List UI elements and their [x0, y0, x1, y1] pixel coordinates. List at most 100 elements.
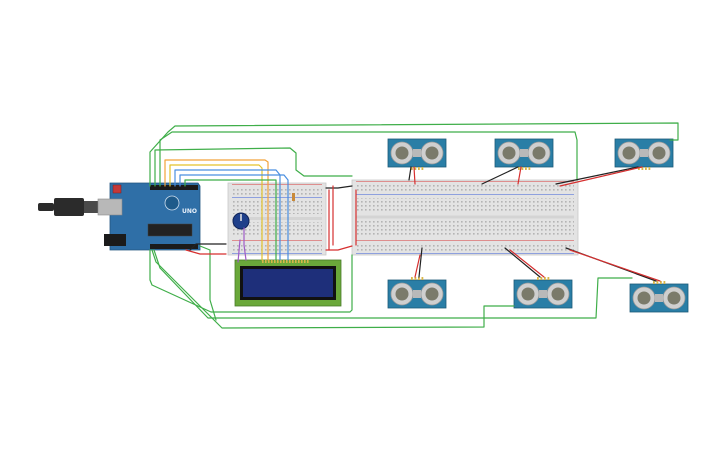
ultrasonic-sensor-top-3-pin	[638, 167, 640, 170]
wire-purple-lcd[interactable]	[237, 239, 241, 263]
ultrasonic-sensor-top-1[interactable]	[387, 138, 447, 170]
lcd-pin	[304, 260, 306, 263]
wire-red-bridge-low[interactable]	[325, 245, 353, 251]
wire-red-sensor-5[interactable]	[509, 249, 545, 278]
wire-green-arduino-gnd[interactable]	[199, 245, 217, 321]
ultrasonic-sensor-top-3-crystal	[640, 149, 648, 157]
ultrasonic-sensor-top-1-transducer-mesh	[395, 146, 409, 160]
resistor	[292, 193, 295, 201]
wire-black-sensor-3[interactable]	[555, 166, 639, 185]
breadboard-small-rail-holes	[232, 187, 322, 195]
ultrasonic-sensor-bottom-3-transducer-mesh	[637, 291, 651, 305]
arduino-uno[interactable]: UNO	[38, 182, 201, 251]
wire-green-sensor-top-2[interactable]	[159, 131, 578, 187]
reset-button	[112, 184, 122, 194]
breadboard-small-rail-holes	[232, 243, 322, 251]
usb-cable-end	[38, 203, 54, 211]
wire-red-sensor-3[interactable]	[559, 166, 643, 187]
ultrasonic-sensor-top-1-crystal	[413, 149, 421, 157]
ultrasonic-sensor-bottom-1-transducer-mesh	[425, 287, 439, 301]
ultrasonic-sensor-top-2-pin	[528, 167, 531, 170]
atmega-chip	[147, 223, 193, 237]
breadboard-large-rail-holes	[356, 243, 574, 251]
ultrasonic-sensor-top-3-pin	[648, 167, 651, 170]
ultrasonic-sensor-bottom-1-pin	[421, 277, 424, 280]
wire-red-sensor-4[interactable]	[414, 254, 421, 278]
wire-blue-data-2[interactable]	[179, 174, 289, 261]
ultrasonic-sensor-bottom-3-pin	[663, 281, 666, 284]
wire-red-sensor-6[interactable]	[569, 249, 661, 282]
breadboard-large-terminal-holes	[356, 198, 574, 213]
lcd-pin	[286, 260, 288, 263]
wire-green-loop-outer[interactable]	[149, 122, 679, 187]
wire-green-bottom-b[interactable]	[151, 249, 515, 329]
ultrasonic-sensor-bottom-2-pin	[547, 277, 550, 280]
ultrasonic-sensor-bottom-3[interactable]	[629, 281, 689, 313]
lcd-16x2[interactable]	[234, 259, 342, 307]
breadboard-large[interactable]	[351, 179, 579, 256]
ultrasonic-sensor-top-2-pin	[521, 167, 524, 170]
lcd-pin	[295, 260, 297, 263]
wire-black-sensor-4[interactable]	[418, 247, 423, 278]
wire-purple-contrast[interactable]	[243, 227, 247, 261]
wire-black-sensor-2[interactable]	[481, 166, 519, 185]
lcd-pin	[298, 260, 300, 263]
ultrasonic-sensor-top-2-pin	[525, 167, 527, 170]
wire-red-5v[interactable]	[185, 249, 227, 255]
ultrasonic-sensor-top-3[interactable]	[614, 138, 674, 170]
breadboard-small-terminal-holes	[232, 201, 322, 214]
ultrasonic-sensor-bottom-2-transducer-mesh	[551, 287, 565, 301]
ultrasonic-sensor-bottom-2-pin	[544, 277, 546, 280]
ultrasonic-sensor-bottom-3-transducer-mesh	[667, 291, 681, 305]
components-layer: UNO	[38, 138, 689, 313]
ultrasonic-sensor-top-1-pin	[421, 167, 424, 170]
breadboard-small-terminal-holes	[232, 222, 322, 235]
lcd-pin	[265, 260, 267, 263]
ultrasonic-sensor-top-2-transducer-mesh	[532, 146, 546, 160]
wire-green-bottom-c[interactable]	[153, 249, 633, 319]
wire-black-sensor-1[interactable]	[408, 166, 412, 181]
digital-header	[150, 185, 198, 190]
lcd-pin	[292, 260, 294, 263]
arduino-brand-text: UNO	[182, 208, 197, 215]
lcd-pin	[307, 260, 309, 263]
ultrasonic-sensor-bottom-1-crystal	[413, 290, 421, 298]
wire-yellow-data[interactable]	[169, 164, 263, 261]
lcd-pin	[277, 260, 279, 263]
wire-blue-data[interactable]	[174, 169, 281, 261]
ultrasonic-sensor-top-2[interactable]	[494, 138, 554, 170]
wire-red-sensor-2[interactable]	[517, 166, 522, 185]
lcd-pin	[301, 260, 303, 263]
ultrasonic-sensor-bottom-2[interactable]	[513, 277, 573, 309]
usb-cable-plug	[54, 198, 84, 216]
wire-green-data[interactable]	[184, 179, 277, 261]
breadboards-layer	[227, 179, 579, 256]
wire-black-sensor-5[interactable]	[504, 247, 541, 278]
ultrasonic-sensor-top-3-pin	[645, 167, 647, 170]
ultrasonic-sensor-top-3-transducer-mesh	[622, 146, 636, 160]
breadboard-large-terminal-holes	[356, 220, 574, 235]
breadboard-large-rail-holes	[356, 184, 574, 192]
breadboard-small-center-channel	[232, 217, 322, 220]
lcd-pin	[268, 260, 270, 263]
ultrasonic-sensor-bottom-2-pin	[537, 277, 539, 280]
ultrasonic-sensor-top-2-crystal	[520, 149, 528, 157]
ultrasonic-sensor-bottom-2-transducer-mesh	[521, 287, 535, 301]
potentiometer[interactable]	[232, 193, 295, 230]
wire-black-gnd[interactable]	[189, 243, 227, 251]
ultrasonic-sensor-bottom-1[interactable]	[387, 277, 447, 309]
wire-black-bridge-high[interactable]	[325, 185, 353, 189]
wire-orange-data[interactable]	[164, 159, 269, 261]
ultrasonic-sensor-bottom-3-pin	[660, 281, 662, 284]
ultrasonic-sensor-top-1-pin	[411, 167, 413, 170]
wire-red-sensor-1[interactable]	[413, 166, 416, 185]
ultrasonic-sensor-top-1-pin	[414, 167, 417, 170]
wire-green-top[interactable]	[154, 147, 353, 187]
wire-green-bottom-a[interactable]	[149, 249, 353, 313]
ultrasonic-sensor-bottom-3-crystal	[655, 294, 663, 302]
ultrasonic-sensor-top-2-pin	[518, 167, 520, 170]
arduino-logo	[164, 195, 180, 211]
dc-jack	[104, 234, 126, 246]
ultrasonic-sensor-bottom-3-pin	[653, 281, 655, 284]
